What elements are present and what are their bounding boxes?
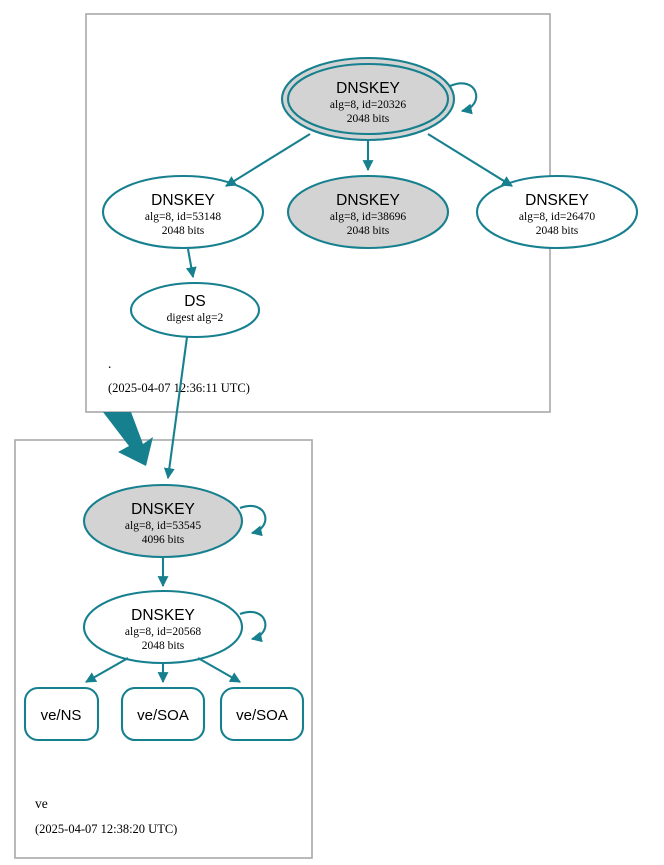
node-size: 2048 bits (347, 113, 390, 125)
node-params: alg=8, id=20326 (330, 99, 406, 111)
rrset-box (120, 686, 206, 742)
zone-root-label: . (108, 356, 111, 371)
rrset-label: ve/NS (41, 707, 82, 724)
rrset-box (219, 686, 305, 742)
node-ellipse-outer (280, 56, 456, 142)
rrset-label: ve/SOA (137, 707, 189, 724)
rrset-ve-soa-2[interactable]: ve/SOA (219, 686, 305, 742)
self-signature-loop-icon (449, 82, 478, 115)
zone-ve: DNSKEY alg=8, id=53545 4096 bits DNSKEY … (14, 439, 313, 859)
node-size: 4096 bits (142, 534, 185, 546)
node-root-zsk-26470[interactable]: DNSKEY alg=8, id=26470 2048 bits (475, 174, 639, 250)
self-signature-loop-icon (239, 505, 267, 537)
node-size: 2048 bits (536, 225, 579, 237)
node-root-zsk-53148[interactable]: DNSKEY alg=8, id=53148 2048 bits (101, 174, 265, 250)
edge-zsk53148-to-ds (185, 248, 197, 279)
node-params: alg=8, id=20568 (125, 626, 201, 638)
zone-root: DNSKEY alg=8, id=20326 2048 bits DNSKEY … (85, 13, 639, 413)
edge-ds-to-ve-ksk (163, 336, 189, 480)
node-title: DNSKEY (336, 192, 400, 209)
node-size: 2048 bits (347, 225, 390, 237)
edge-ksk-to-zsk26470 (427, 133, 513, 187)
node-params: alg=8, id=53148 (145, 211, 221, 223)
rrset-ve-soa-1[interactable]: ve/SOA (120, 686, 206, 742)
node-ellipse (82, 483, 244, 559)
node-title: DNSKEY (151, 192, 215, 209)
node-title: DNSKEY (131, 501, 195, 518)
node-size: 2048 bits (162, 225, 205, 237)
node-ellipse (129, 281, 261, 339)
node-ellipse (101, 174, 265, 250)
node-root-ds[interactable]: DS digest alg=2 (129, 281, 261, 339)
edge-vezsk-to-vens (85, 657, 129, 683)
zone-ve-timestamp: (2025-04-07 12:38:20 UTC) (35, 822, 177, 836)
zone-delegation-arrow-icon (103, 412, 153, 466)
zone-root-timestamp: (2025-04-07 12:36:11 UTC) (108, 381, 250, 395)
node-params: alg=8, id=26470 (519, 211, 595, 223)
node-size: 2048 bits (142, 640, 185, 652)
node-ve-zsk-20568[interactable]: DNSKEY alg=8, id=20568 2048 bits (82, 589, 267, 665)
node-title: DNSKEY (131, 607, 195, 624)
node-title: DNSKEY (525, 192, 589, 209)
node-title: DNSKEY (336, 80, 400, 97)
edge-ksk-to-zsk53148 (225, 133, 311, 187)
node-ellipse (475, 174, 639, 250)
node-root-zsk-38696[interactable]: DNSKEY alg=8, id=38696 2048 bits (286, 174, 450, 250)
rrset-label: ve/SOA (236, 707, 288, 724)
node-ellipse-inner (286, 62, 450, 136)
node-title: DS (184, 293, 206, 310)
self-signature-loop-icon (239, 611, 267, 643)
node-ellipse (286, 174, 450, 250)
rrset-box (23, 686, 100, 742)
rrset-ve-ns[interactable]: ve/NS (23, 686, 100, 742)
node-params: alg=8, id=53545 (125, 520, 201, 532)
node-params: alg=8, id=38696 (330, 211, 406, 223)
node-params: digest alg=2 (167, 312, 224, 324)
node-ve-ksk-53545[interactable]: DNSKEY alg=8, id=53545 4096 bits (82, 483, 267, 559)
zone-ve-label: ve (35, 796, 48, 811)
edge-vezsk-to-vesoa2 (197, 657, 241, 683)
node-root-ksk-20326[interactable]: DNSKEY alg=8, id=20326 2048 bits (280, 56, 478, 142)
